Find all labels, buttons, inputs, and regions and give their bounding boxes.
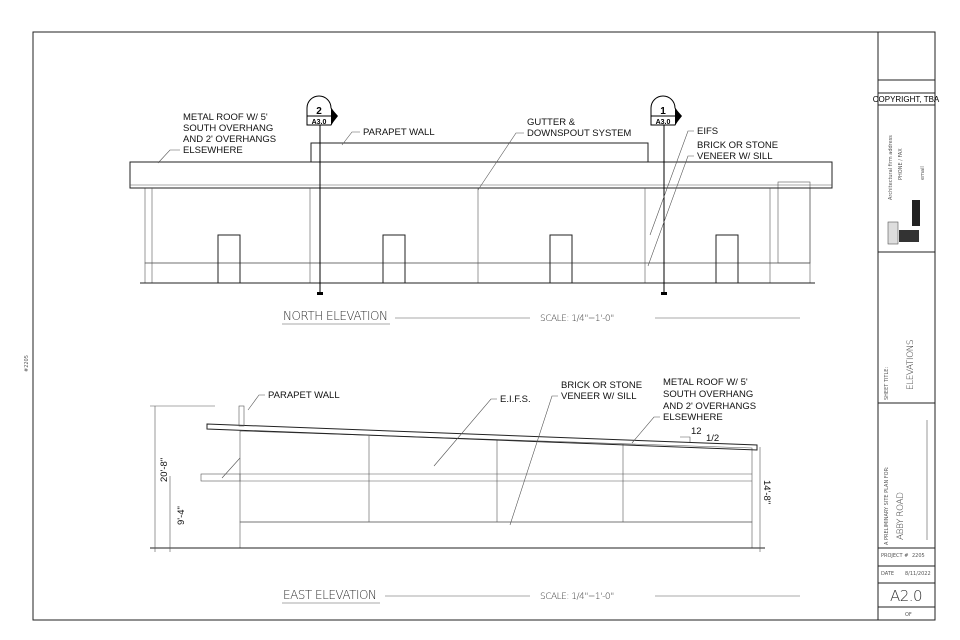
- svg-text:1: 1: [660, 106, 666, 117]
- note-roof: SOUTH OVERHANG: [663, 389, 753, 400]
- note-roof: AND 2' OVERHANGS: [663, 401, 756, 412]
- dim-overall: 20'-8": [159, 458, 170, 482]
- sheet-title: ELEVATIONS: [906, 340, 916, 390]
- project-no: 2205: [912, 553, 925, 559]
- door: [217, 234, 241, 284]
- door: [715, 234, 739, 284]
- section-marker[interactable]: 1 A3.0: [650, 95, 682, 295]
- svg-text:2: 2: [316, 106, 322, 117]
- note-roof: SOUTH OVERHANG: [183, 123, 273, 134]
- dim-canopy: 9'-4": [176, 506, 187, 525]
- project-name: ABBY ROAD: [896, 492, 906, 540]
- east-elevation-title: EAST ELEVATION: [283, 588, 376, 602]
- door: [382, 234, 406, 284]
- note-gutter: GUTTER &: [527, 117, 576, 128]
- slope-rise: 1/2: [706, 433, 719, 444]
- door: [549, 234, 573, 284]
- note-roof: AND 2' OVERHANGS: [183, 134, 276, 145]
- project-prefix: A PRELIMINARY SITE PLAN FOR:: [884, 466, 890, 545]
- note-parapet: PARAPET WALL: [268, 390, 340, 401]
- firm-line: email: [920, 166, 926, 180]
- note-brick: BRICK OR STONE: [561, 380, 642, 391]
- north-scale: SCALE: 1/4"=1'-0": [540, 314, 614, 324]
- sheet-number: A2.0: [890, 587, 922, 605]
- svg-text:A3.0: A3.0: [656, 119, 671, 126]
- note-roof: METAL ROOF W/ 5': [663, 377, 748, 388]
- note-parapet: PARAPET WALL: [363, 127, 435, 138]
- note-roof: ELSEWHERE: [663, 412, 723, 423]
- date-label: DATE: [881, 571, 894, 577]
- slope-run: 12: [691, 426, 702, 437]
- note-brick: VENEER W/ SILL: [561, 391, 637, 402]
- note-brick: BRICK OR STONE: [697, 140, 778, 151]
- firm-line: Architectural firm address: [888, 135, 894, 200]
- date: 8/11/2022: [905, 571, 931, 577]
- svg-text:A3.0: A3.0: [312, 119, 327, 126]
- note-roof: METAL ROOF W/ 5': [183, 112, 268, 123]
- dim-low: 14'-8": [761, 480, 772, 504]
- project-no-label: PROJECT #: [881, 553, 908, 559]
- note-roof: ELSEWHERE: [183, 145, 243, 156]
- north-elevation-title: NORTH ELEVATION: [283, 309, 387, 323]
- firm-logo: [887, 200, 920, 245]
- east-elevation: 20'-8" 9'-4" 14'-8" 12 1/2 PARAPET WALL …: [150, 377, 800, 604]
- of-label: OF: [905, 612, 912, 618]
- section-marker[interactable]: 2 A3.0: [306, 95, 338, 295]
- note-gutter: DOWNSPOUT SYSTEM: [527, 128, 631, 139]
- note-brick: VENEER W/ SILL: [697, 151, 773, 162]
- east-scale: SCALE: 1/4"=1'-0": [540, 592, 614, 602]
- side-note: #2205: [24, 355, 30, 372]
- sheet-title-label: SHEET TITLE:: [884, 367, 890, 400]
- note-eifs: EIFS: [697, 126, 718, 137]
- title-block: COPYRIGHT, TBA Architectural firm addres…: [873, 32, 940, 620]
- firm-line: PHONE / FAX: [898, 148, 904, 180]
- north-elevation: 2 A3.0 1 A3.0 METAL ROOF W/ 5' SOUTH OVE…: [129, 95, 833, 325]
- sheet-border: [32, 31, 936, 621]
- note-eifs: E.I.F.S.: [500, 394, 531, 405]
- copyright-text: COPYRIGHT, TBA: [873, 95, 940, 104]
